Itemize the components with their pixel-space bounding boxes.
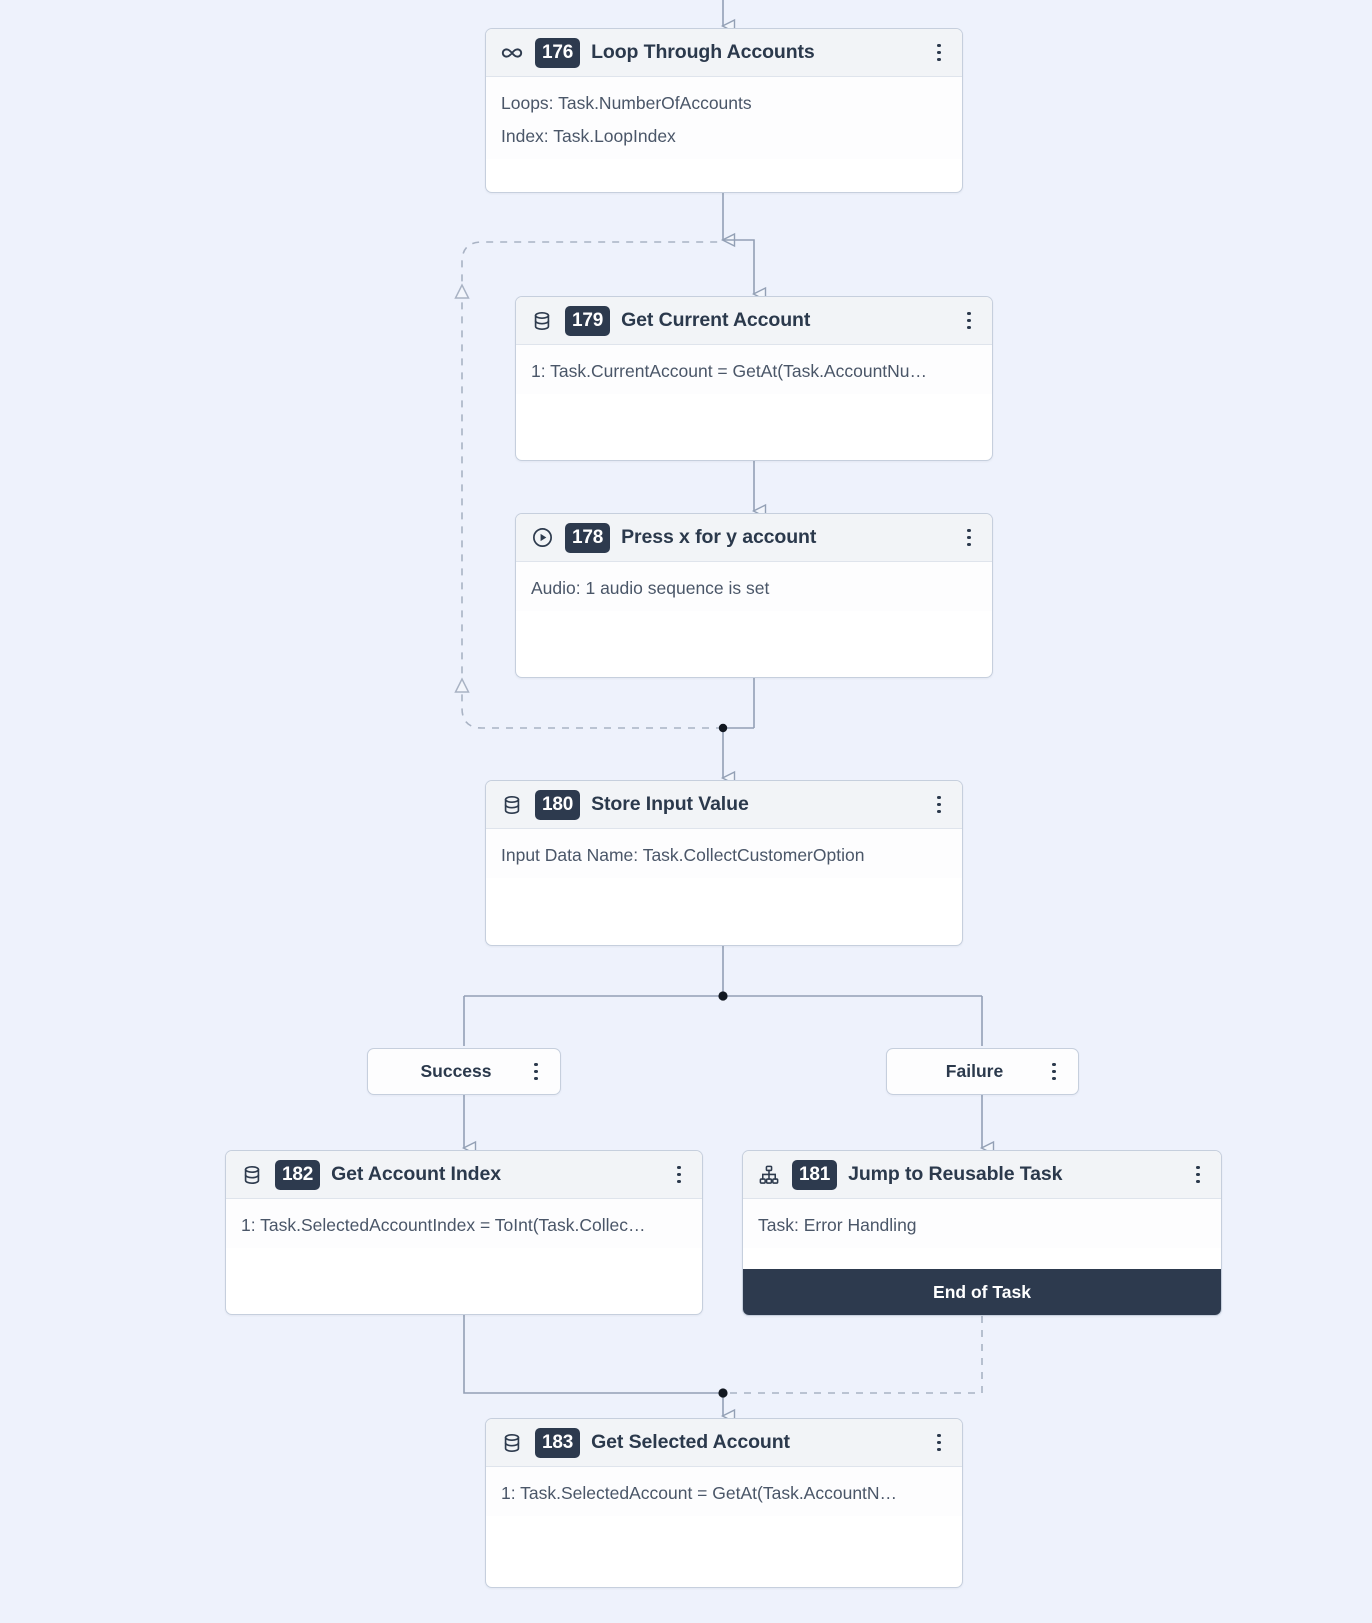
node-title: Press x for y account xyxy=(621,526,817,548)
flow-node-180[interactable]: 180 Store Input Value Input Data Name: T… xyxy=(485,780,963,946)
node-header-178[interactable]: 178 Press x for y account xyxy=(516,514,992,562)
node-id-badge: 181 xyxy=(792,1159,838,1190)
node-body-179: 1: Task.CurrentAccount = GetAt(Task.Acco… xyxy=(516,345,992,394)
branch-menu-button[interactable] xyxy=(1044,1060,1064,1084)
node-id-badge: 182 xyxy=(275,1159,321,1190)
node-header-179[interactable]: 179 Get Current Account xyxy=(516,297,992,345)
node-header-183[interactable]: 183 Get Selected Account xyxy=(486,1419,962,1467)
node-id-badge: 183 xyxy=(535,1427,581,1458)
node-menu-button[interactable] xyxy=(1188,1163,1208,1187)
node-body-176: Loops: Task.NumberOfAccounts Index: Task… xyxy=(486,77,962,159)
node-menu-button[interactable] xyxy=(669,1163,689,1187)
node-menu-button[interactable] xyxy=(959,309,979,333)
database-icon xyxy=(530,309,554,333)
node-menu-button[interactable] xyxy=(929,41,949,65)
branch-label-failure[interactable]: Failure xyxy=(886,1048,1079,1095)
node-detail-line: 1: Task.CurrentAccount = GetAt(Task.Acco… xyxy=(531,361,928,381)
node-id-badge: 180 xyxy=(535,789,581,820)
node-menu-button[interactable] xyxy=(929,1431,949,1455)
database-icon xyxy=(240,1163,264,1187)
node-title: Get Selected Account xyxy=(591,1431,790,1453)
branch-menu-button[interactable] xyxy=(526,1060,546,1084)
flow-node-176[interactable]: 176 Loop Through Accounts Loops: Task.Nu… xyxy=(485,28,963,193)
node-menu-button[interactable] xyxy=(929,793,949,817)
node-detail-line: Loops: Task.NumberOfAccounts xyxy=(501,93,752,113)
node-body-178: Audio: 1 audio sequence is set xyxy=(516,562,992,611)
end-of-task-bar: End of Task xyxy=(743,1269,1221,1315)
node-id-badge: 176 xyxy=(535,37,581,68)
node-header-182[interactable]: 182 Get Account Index xyxy=(226,1151,702,1199)
node-detail-line: Index: Task.LoopIndex xyxy=(501,125,676,146)
flow-node-179[interactable]: 179 Get Current Account 1: Task.CurrentA… xyxy=(515,296,993,461)
node-title: Jump to Reusable Task xyxy=(848,1163,1063,1185)
branch-label-text: Success xyxy=(420,1061,492,1081)
node-id-badge: 179 xyxy=(565,305,611,336)
node-body-181: Task: Error Handling xyxy=(743,1199,1221,1248)
node-detail-line: 1: Task.SelectedAccount = GetAt(Task.Acc… xyxy=(501,1483,898,1503)
node-title: Get Account Index xyxy=(331,1163,501,1185)
database-icon xyxy=(500,793,524,817)
flow-node-178[interactable]: 178 Press x for y account Audio: 1 audio… xyxy=(515,513,993,678)
node-detail-line: Input Data Name: Task.CollectCustomerOpt… xyxy=(501,845,865,865)
node-menu-button[interactable] xyxy=(959,526,979,550)
sitemap-icon xyxy=(757,1163,781,1187)
flow-node-182[interactable]: 182 Get Account Index 1: Task.SelectedAc… xyxy=(225,1150,703,1315)
branch-label-text: Failure xyxy=(945,1061,1004,1081)
branch-label-success[interactable]: Success xyxy=(367,1048,561,1095)
play-circle-icon xyxy=(530,526,554,550)
node-header-181[interactable]: 181 Jump to Reusable Task xyxy=(743,1151,1221,1199)
flow-node-181[interactable]: 181 Jump to Reusable Task Task: Error Ha… xyxy=(742,1150,1222,1316)
node-header-176[interactable]: 176 Loop Through Accounts xyxy=(486,29,962,77)
database-icon xyxy=(500,1431,524,1455)
node-detail-line: Task: Error Handling xyxy=(758,1215,917,1235)
node-id-badge: 178 xyxy=(565,522,611,553)
node-title: Loop Through Accounts xyxy=(591,41,815,63)
infinity-icon xyxy=(500,41,524,65)
node-detail-line: 1: Task.SelectedAccountIndex = ToInt(Tas… xyxy=(241,1215,646,1235)
node-detail-line: Audio: 1 audio sequence is set xyxy=(531,578,770,598)
flow-node-183[interactable]: 183 Get Selected Account 1: Task.Selecte… xyxy=(485,1418,963,1588)
node-title: Store Input Value xyxy=(591,793,749,815)
node-body-182: 1: Task.SelectedAccountIndex = ToInt(Tas… xyxy=(226,1199,702,1248)
node-body-180: Input Data Name: Task.CollectCustomerOpt… xyxy=(486,829,962,878)
node-header-180[interactable]: 180 Store Input Value xyxy=(486,781,962,829)
node-body-183: 1: Task.SelectedAccount = GetAt(Task.Acc… xyxy=(486,1467,962,1516)
node-title: Get Current Account xyxy=(621,309,811,331)
